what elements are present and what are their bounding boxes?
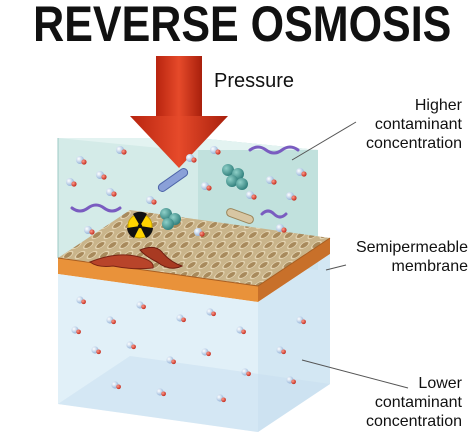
page-title: REVERSE OSMOSIS bbox=[33, 0, 452, 52]
bacteria-icon bbox=[88, 246, 184, 270]
higher-line-2: contaminant bbox=[374, 116, 462, 133]
rod-bacteria-icon bbox=[157, 168, 254, 224]
lower-line-3: concentration bbox=[365, 413, 462, 430]
higher-line-1: Higher bbox=[414, 97, 462, 114]
pressure-arrow-icon bbox=[130, 56, 228, 168]
spirillum-icon bbox=[70, 145, 300, 219]
water-molecule-icon bbox=[66, 146, 307, 403]
membrane-line-2: membrane bbox=[391, 258, 468, 275]
virus-icon bbox=[160, 164, 248, 230]
pressure-label: Pressure bbox=[214, 70, 295, 92]
higher-concentration-label: Higher contaminant concentration bbox=[366, 96, 462, 153]
higher-line-3: concentration bbox=[365, 135, 462, 152]
lower-concentration-label: Lower contaminant concentration bbox=[366, 374, 462, 431]
lower-compartment bbox=[58, 254, 330, 432]
lower-line-1: Lower bbox=[418, 375, 462, 392]
radioactive-icon bbox=[127, 211, 153, 239]
lower-line-2: contaminant bbox=[374, 394, 462, 411]
membrane-label: Semipermeable membrane bbox=[356, 238, 468, 276]
membrane-line-1: Semipermeable bbox=[355, 239, 468, 256]
leader-lines bbox=[291, 121, 409, 389]
